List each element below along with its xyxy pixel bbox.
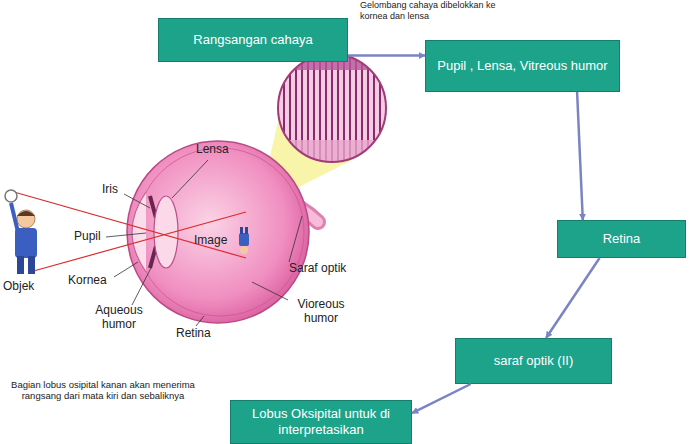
part-label: Aqueous humor xyxy=(88,304,150,332)
flow-arrow xyxy=(412,384,471,413)
leader-line xyxy=(132,266,152,305)
part-label: Retina xyxy=(176,327,226,341)
box-text: Retina xyxy=(603,231,641,247)
retina-layer xyxy=(136,148,304,316)
part-label: Image xyxy=(194,234,234,248)
process-box: Pupil , Lensa, Vitreous humor xyxy=(425,40,620,92)
leader-line xyxy=(124,194,150,208)
part-label: Vioreous humor xyxy=(288,298,354,326)
image-leg xyxy=(240,227,243,234)
image-figure xyxy=(239,227,249,254)
part-label: Bagian lobus osipital kanan akan menerim… xyxy=(3,380,203,402)
box-text: Lobus Oksipital untuk di interpretasikan xyxy=(237,406,405,437)
box-text: saraf optik (II) xyxy=(494,353,573,369)
process-box: Lobus Oksipital untuk di interpretasikan xyxy=(230,400,412,444)
light-ray xyxy=(30,212,246,272)
retina-band xyxy=(276,140,388,164)
object-figure xyxy=(5,190,37,274)
object-body xyxy=(15,228,37,258)
part-label: Saraf optik xyxy=(289,262,369,276)
leader-lines xyxy=(106,160,302,326)
edge-label: Gelombang cahaya dibelokkan ke kornea da… xyxy=(360,0,500,23)
object-hair xyxy=(17,211,35,216)
leader-line xyxy=(252,282,288,300)
leader-line xyxy=(289,216,302,262)
part-label: Pupil xyxy=(74,230,114,244)
object-leg xyxy=(28,256,35,274)
image-leg xyxy=(245,227,248,234)
leader-line xyxy=(106,233,146,237)
image-head xyxy=(240,246,248,254)
cornea xyxy=(132,192,146,272)
retina-zoom xyxy=(276,52,388,164)
part-label: Iris xyxy=(102,183,132,197)
process-box: Retina xyxy=(557,220,686,258)
part-label: Kornea xyxy=(68,274,120,288)
image-body xyxy=(239,233,249,246)
leader-line xyxy=(172,160,208,198)
process-box: saraf optik (II) xyxy=(455,338,612,384)
leader-line xyxy=(196,316,204,326)
process-box: Rangsangan cahaya xyxy=(158,18,348,62)
retina-rods xyxy=(276,52,388,164)
object-leg xyxy=(17,256,24,274)
object-head xyxy=(17,210,35,228)
light-ray xyxy=(14,192,246,258)
zoom-circle xyxy=(278,54,386,162)
part-label: Objek xyxy=(3,280,47,294)
flow-arrow xyxy=(348,54,425,57)
leader-line xyxy=(114,262,138,277)
box-text: Rangsangan cahaya xyxy=(193,32,312,48)
part-label: Lensa xyxy=(196,143,246,157)
object-item xyxy=(5,190,17,202)
flow-arrow xyxy=(577,92,583,220)
flow-arrow xyxy=(546,258,600,338)
box-text: Pupil , Lensa, Vitreous humor xyxy=(437,58,607,74)
